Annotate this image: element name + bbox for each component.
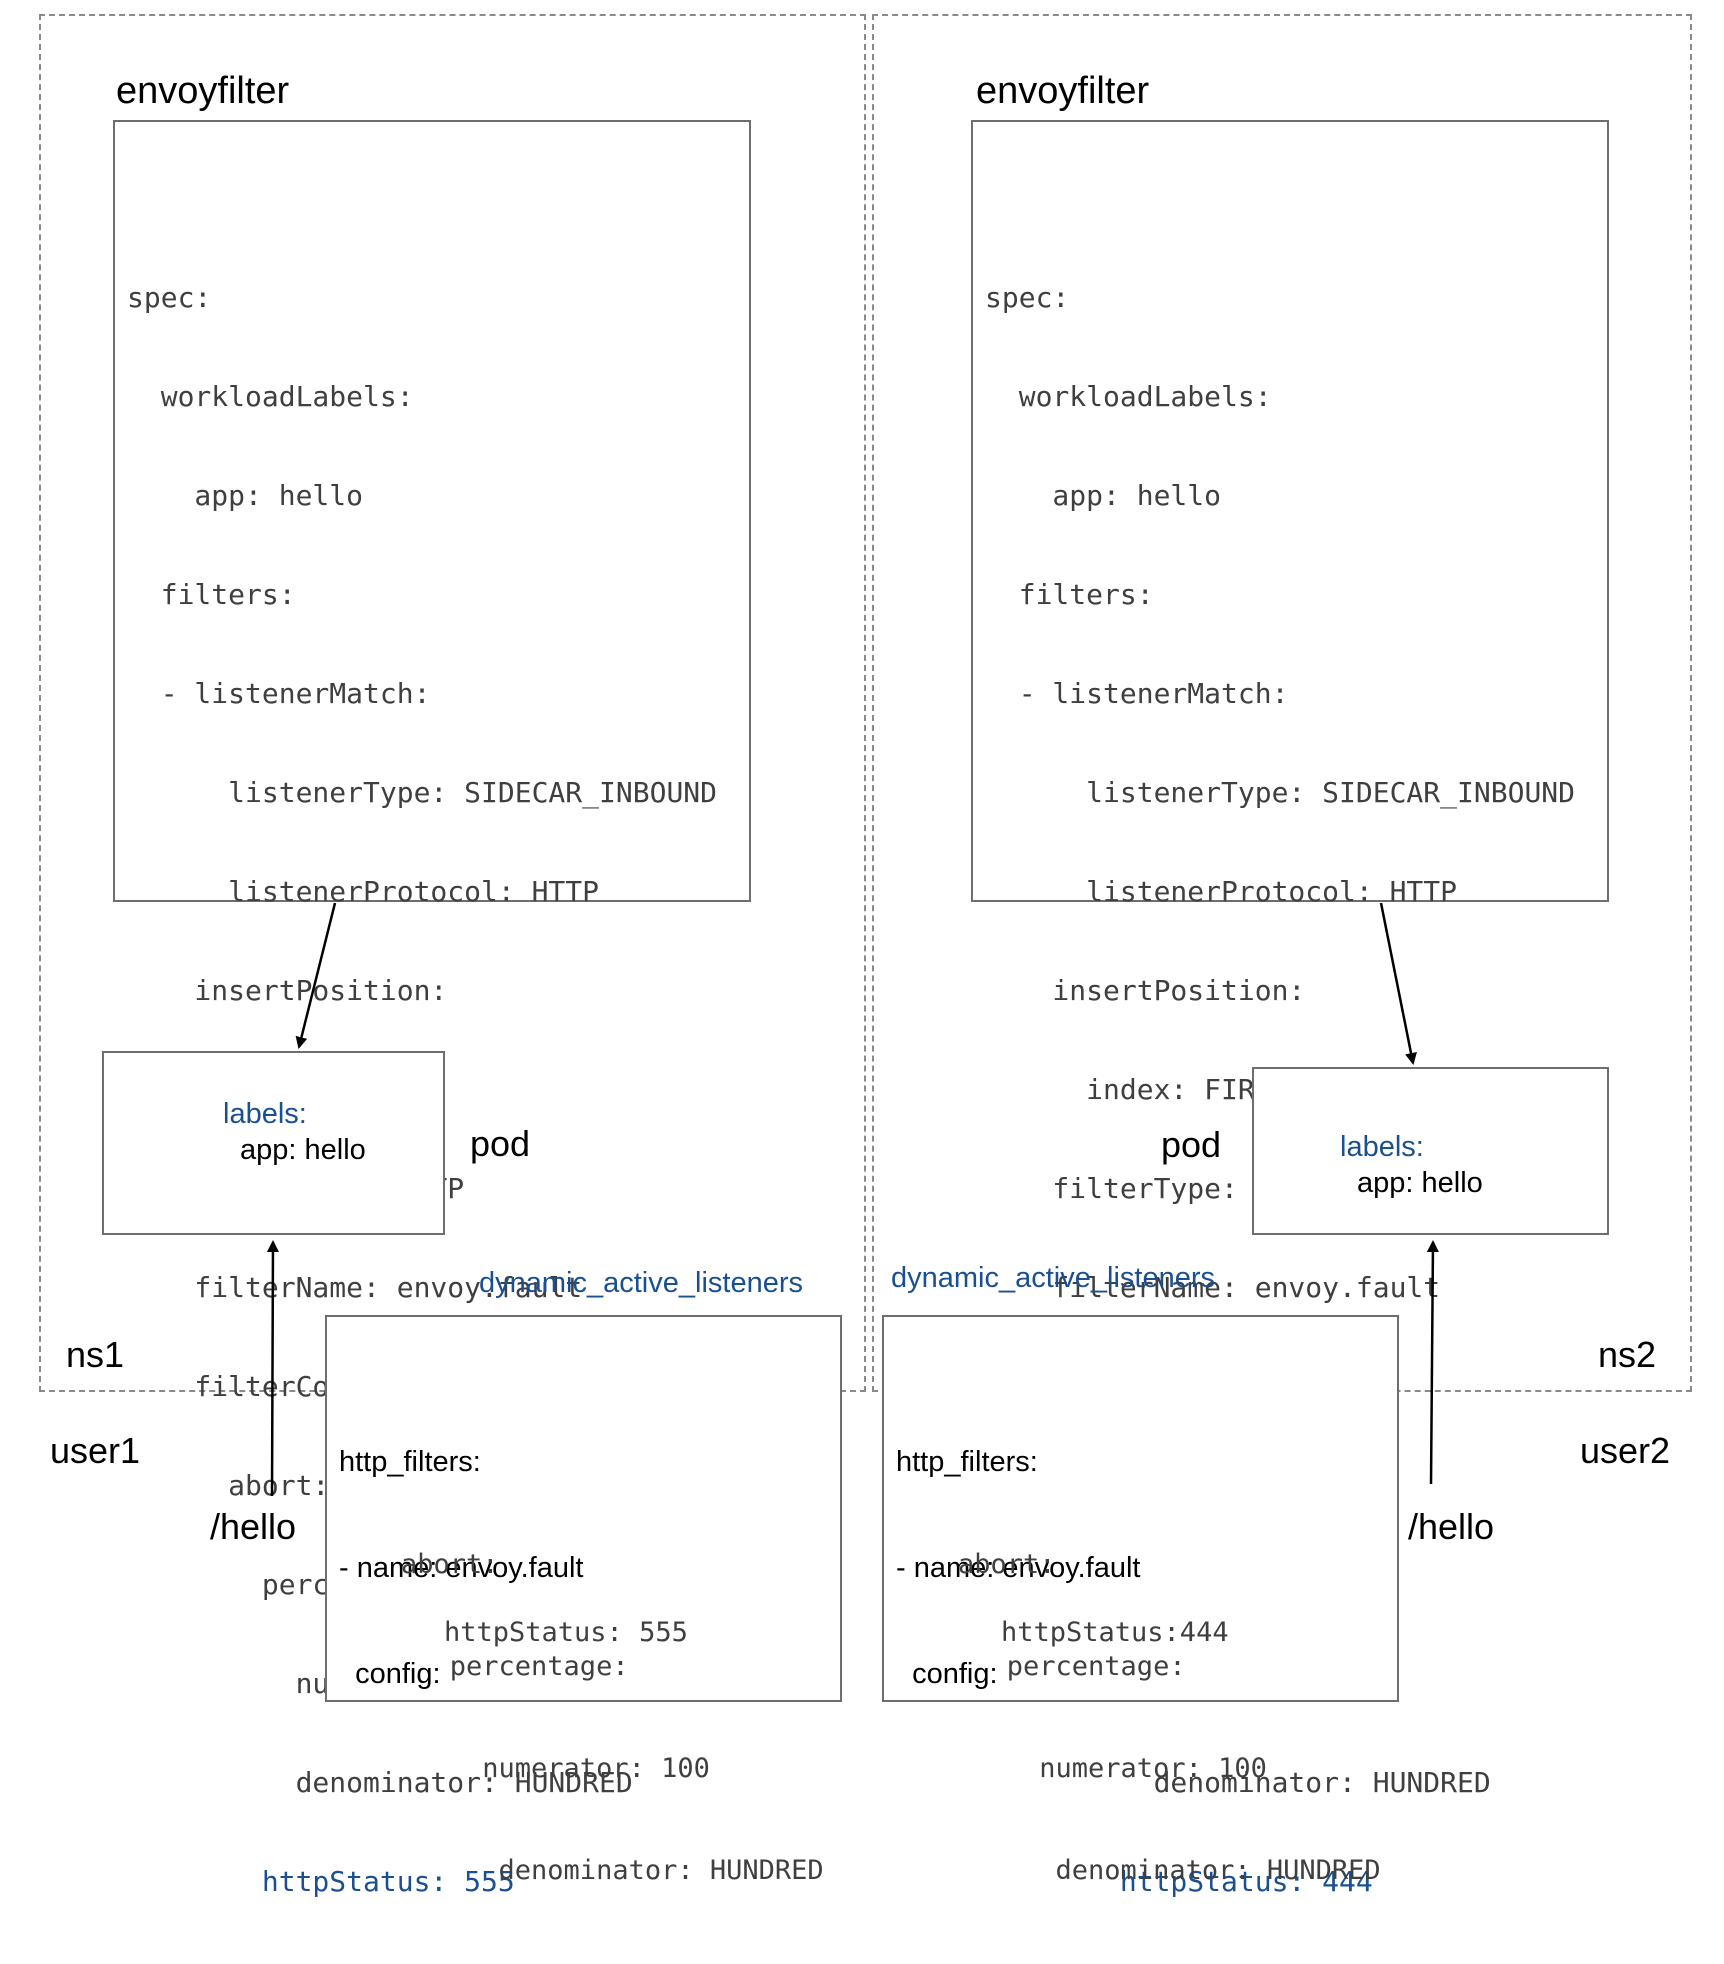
listener-code-line: denominator: HUNDRED xyxy=(401,1855,824,1886)
listeners-title-left: dynamic_active_listeners xyxy=(479,1267,803,1299)
user-label-user1: user1 xyxy=(50,1430,141,1471)
arrows-layer xyxy=(266,902,1439,1497)
pod-box-left: labels: app: hello xyxy=(102,1051,445,1235)
listener-box-right: http_filters: - name: envoy.fault config… xyxy=(882,1315,1399,1886)
pod-labels-key-text: labels: xyxy=(223,1098,307,1130)
request-label-right: /hello xyxy=(1408,1506,1495,1547)
pod-labels-key-right: labels: xyxy=(1340,1131,1424,1164)
arrow-request-to-pod-right xyxy=(1426,1240,1439,1485)
diagram: envoyfilter spec: workloadLabels: app: h… xyxy=(39,14,1692,1898)
spec-line: filters: xyxy=(127,578,296,611)
spec-line: abort: xyxy=(127,1469,330,1502)
spec-line: listenerType: SIDECAR_INBOUND xyxy=(127,776,718,809)
pod-box-right: labels: app: hello xyxy=(1252,1067,1609,1235)
pod-labels-key-text: labels: xyxy=(1340,1131,1424,1163)
spec-line: workloadLabels: xyxy=(127,380,414,413)
spec-line: - listenerMatch: xyxy=(127,677,431,710)
spec-line: app: hello xyxy=(985,479,1222,512)
listener-head-left: http_filters: - name: envoy.fault config… xyxy=(339,1372,583,1762)
spec-line: spec: xyxy=(985,281,1070,314)
spec-line: filterName: envoy.fault xyxy=(985,1271,1441,1304)
listener-code-line: abort: xyxy=(401,1549,499,1580)
spec-line: insertPosition: xyxy=(127,974,448,1007)
pod-labels-value-left: app: hello xyxy=(240,1134,366,1166)
envoyfilter-title-right: envoyfilter xyxy=(976,70,1150,112)
listener-code-line: numerator: 100 xyxy=(958,1753,1267,1784)
arrow-envoyfilter-to-pod-right xyxy=(1379,902,1417,1065)
listener-http-status-left: httpStatus: 555 xyxy=(444,1617,688,1648)
spec-line: listenerProtocol: HTTP xyxy=(127,875,600,908)
listener-code-line: percentage: xyxy=(401,1651,629,1682)
user-label-user2: user2 xyxy=(1580,1430,1671,1471)
listener-http-status-right: httpStatus:444 xyxy=(1001,1617,1229,1648)
arrow-request-to-pod-left xyxy=(266,1240,279,1497)
listener-code-line: percentage: xyxy=(958,1651,1186,1682)
envoyfilter-title-left: envoyfilter xyxy=(116,70,290,112)
spec-line: insertPosition: xyxy=(985,974,1306,1007)
spec-line: filterName: envoy.fault xyxy=(127,1271,583,1304)
arrow-envoyfilter-to-pod-left xyxy=(295,902,337,1049)
spec-line: workloadLabels: xyxy=(985,380,1272,413)
listeners-title-right: dynamic_active_listeners xyxy=(891,1262,1215,1294)
listener-code-line: denominator: HUNDRED xyxy=(958,1855,1381,1886)
listener-head-line: config: xyxy=(339,1658,441,1690)
listener-head-right: http_filters: - name: envoy.fault config… xyxy=(896,1372,1140,1762)
spec-line: listenerType: SIDECAR_INBOUND xyxy=(985,776,1576,809)
listener-code-line: abort: xyxy=(958,1549,1056,1580)
listener-head-line: http_filters: xyxy=(339,1446,481,1478)
spec-line: filters: xyxy=(985,578,1154,611)
spec-line: - listenerMatch: xyxy=(985,677,1289,710)
listener-head-line: http_filters: xyxy=(896,1446,1038,1478)
spec-line: app: hello xyxy=(127,479,364,512)
listener-head-line: - name: envoy.fault xyxy=(896,1552,1141,1584)
pod-labels-value-right: app: hello xyxy=(1357,1167,1483,1199)
spec-line: listenerProtocol: HTTP xyxy=(985,875,1458,908)
pod-title-right: pod xyxy=(1161,1124,1222,1165)
listener-head-line: - name: envoy.fault xyxy=(339,1552,584,1584)
pod-labels-key-left: labels: xyxy=(223,1098,307,1131)
listener-head-line: config: xyxy=(896,1658,998,1690)
request-label-left: /hello xyxy=(210,1506,297,1547)
pod-title-left: pod xyxy=(470,1123,531,1164)
spec-line: spec: xyxy=(127,281,212,314)
namespace-label-ns1: ns1 xyxy=(66,1334,125,1375)
namespace-label-ns2: ns2 xyxy=(1598,1334,1657,1375)
listener-code-line: numerator: 100 xyxy=(401,1753,710,1784)
